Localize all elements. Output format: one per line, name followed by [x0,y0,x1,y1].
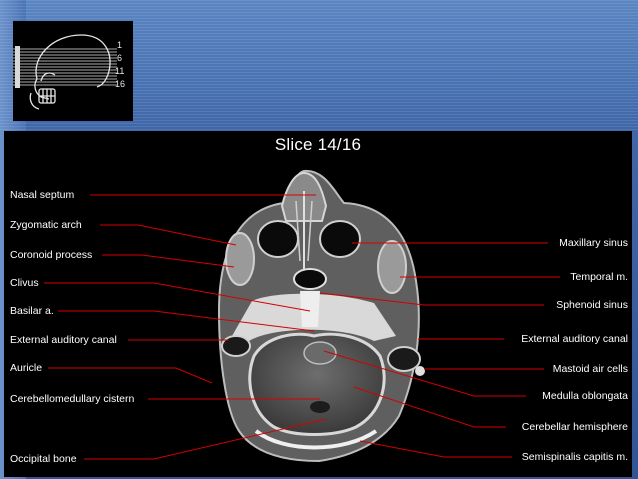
label-cerebellar-hemisphere: Cerebellar hemisphere [521,421,628,433]
slice-marker-label: 1 [117,40,123,50]
label-occipital-bone: Occipital bone [10,453,77,465]
label-coronoid-process: Coronoid process [10,249,93,261]
label-sphenoid-sinus: Sphenoid sinus [556,299,628,311]
label-medulla-oblongata: Medulla oblongata [542,390,628,402]
label-basilar-artery: Basilar a. [10,305,54,317]
leader-lines-right [319,242,560,458]
label-external-auditory-canal-right: External auditory canal [521,333,628,345]
label-temporal-muscle: Temporal m. [570,271,628,283]
label-maxillary-sinus: Maxillary sinus [559,237,628,249]
ct-slice-panel: Slice 14/16 Nasal septum Zygomatic arch … [4,131,632,477]
skull-outline-icon [13,34,117,110]
label-clivus: Clivus [10,277,39,289]
label-mastoid-air-cells: Mastoid air cells [552,363,628,375]
slice-selector-bar [15,46,20,88]
ct-slice-image [44,169,560,463]
label-cerebellomedullary-cistern: Cerebellomedullary cistern [10,393,135,405]
label-semispinalis-capitis: Semispinalis capitis m. [521,451,628,463]
slice-marker-label: 11 [115,66,125,76]
leader-lines-left [44,194,327,460]
skull-thumbnail: 1 6 11 16 [13,21,133,121]
label-auricle: Auricle [10,362,43,374]
label-nasal-septum: Nasal septum [10,189,75,201]
slice-marker-label: 6 [117,53,123,63]
slice-title: Slice 14/16 [274,135,362,154]
slice-marker-label: 16 [115,79,126,89]
label-zygomatic-arch: Zygomatic arch [10,219,82,231]
label-external-auditory-canal-left: External auditory canal [10,334,117,346]
